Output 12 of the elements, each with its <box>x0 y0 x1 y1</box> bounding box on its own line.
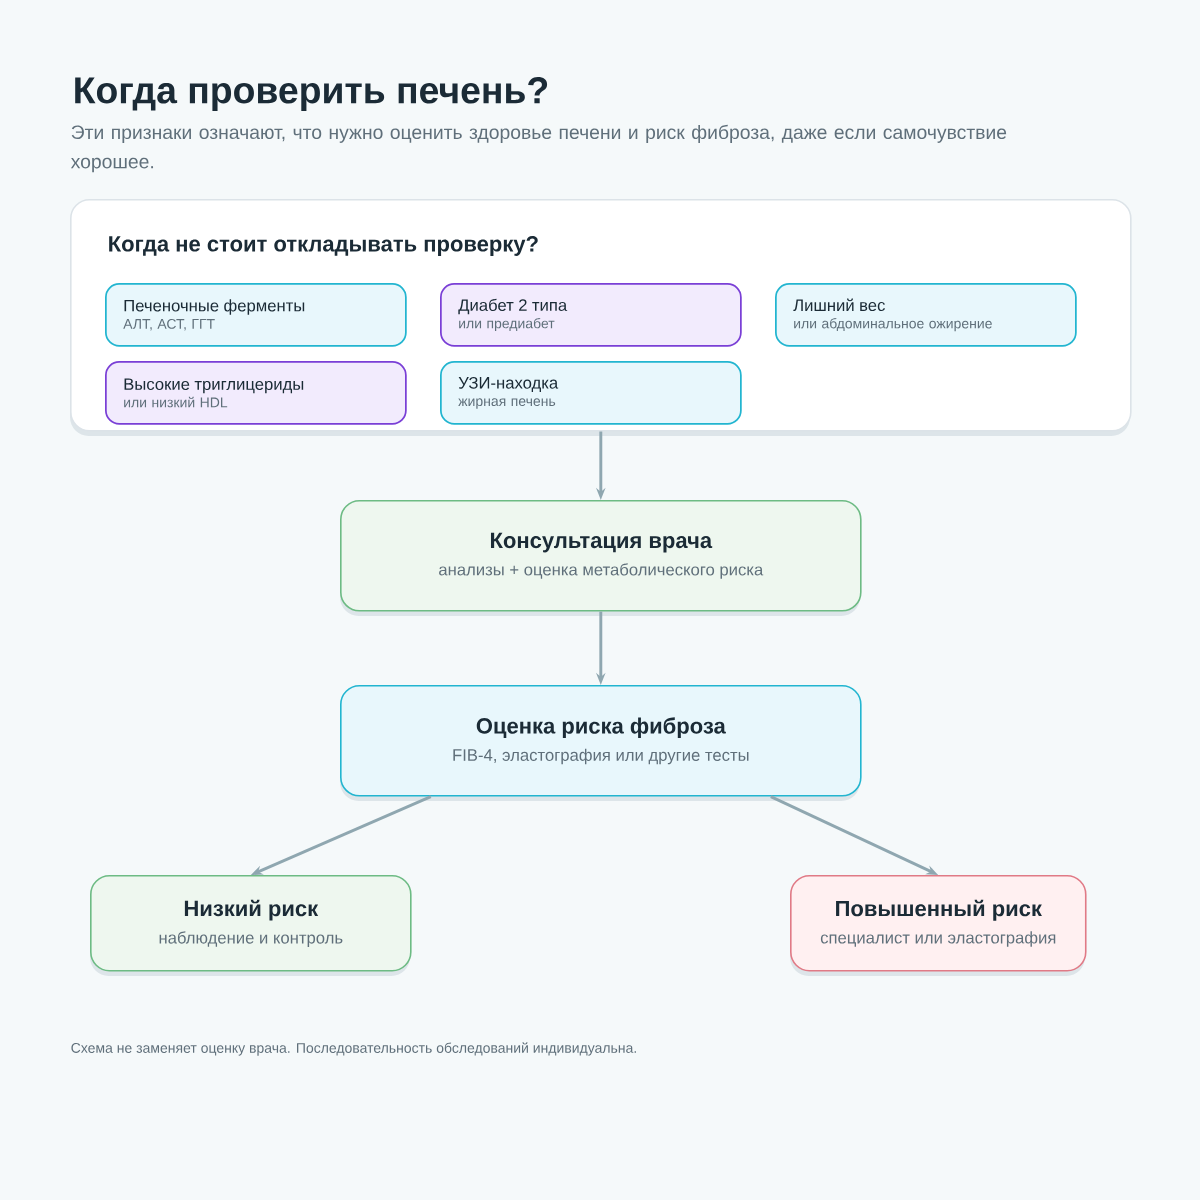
subtitle: Эти признаки означают, что нужно оценить здоровье печени и риск фиброза, даже если самочувствие хорошее. <box>70 124 1007 173</box>
process-box: Оценка риска фиброза FIB-4, эластография или другие тесты <box>340 685 862 801</box>
process-box: Консультация врача анализы + оценка метаболического риска <box>340 500 862 616</box>
sign-box: УЗИ-находка жирная печень <box>440 361 742 425</box>
outcome-box: Повышенный риск специалист или эластография <box>790 875 1087 976</box>
sign-box: Диабет 2 типа или предиабет <box>440 283 742 347</box>
title: Когда проверить печень? <box>75 77 548 111</box>
footnote: Схема не заменяет оценку врача. Последовательность обследований индивидуальна. <box>71 1042 636 1056</box>
outcome-box: Низкий риск наблюдение и контроль <box>90 875 412 976</box>
sign-box: Печеночные ферменты АЛТ, АСТ, ГГТ <box>105 283 407 347</box>
sign-box: Высокие триглицериды или низкий HDL <box>105 361 407 425</box>
sign-box: Лишний вес или абдоминальное ожирение <box>775 283 1077 347</box>
